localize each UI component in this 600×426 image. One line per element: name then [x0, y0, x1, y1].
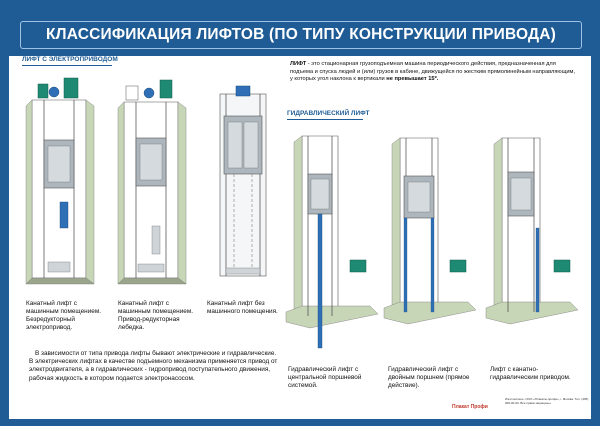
title-box: КЛАССИФИКАЦИЯ ЛИФТОВ (ПО ТИПУ КОНСТРУКЦИ… [20, 21, 582, 49]
publisher-logo: Плакат Профи [452, 404, 488, 410]
electric-lift-3-caption: Канатный лифт без машинного помещения. [207, 300, 278, 315]
hydraulic-lift-1-caption: Гидравлический лифт с центральной поршне… [288, 366, 362, 389]
electric-lift-1-caption: Канатный лифт с машинным помещением. Без… [26, 300, 101, 331]
electric-lift-2-caption: Канатный лифт с машинным помещением. При… [118, 300, 193, 331]
drive-type-note: В зависимости от типа привода лифты быва… [29, 350, 278, 382]
definition-text: - это стационарная грузоподъемная машина… [290, 61, 576, 83]
section-hydraulic-rule [287, 119, 363, 120]
electric-lift-geared-illustration [117, 79, 187, 285]
definition-term: ЛИФТ [290, 61, 307, 67]
publisher-imprint: Изготовитель: ООО «Плакаты-профи», г. Мо… [505, 397, 589, 405]
hydraulic-lift-double-piston-illustration [383, 137, 477, 325]
section-electric-rule [22, 65, 112, 66]
hydraulic-lift-3-caption: Лифт с канатно-гидравлическим приводом. [490, 366, 571, 381]
lift-definition: ЛИФТ - это стационарная грузоподъемная м… [290, 61, 578, 84]
electric-lift-mrl-illustration [219, 85, 267, 277]
section-hydraulic-heading: ГИДРАВЛИЧЕСКИЙ ЛИФТ [287, 110, 370, 117]
definition-emphasis: не превышает 15º. [386, 76, 439, 83]
electric-lift-gearless-illustration [25, 77, 95, 285]
hydraulic-lift-central-piston-illustration [285, 135, 379, 349]
section-electric-heading: ЛИФТ С ЭЛЕКТРОПРИВОДОМ [22, 56, 118, 63]
hydraulic-lift-2-caption: Гидравлический лифт с двойным поршнем (п… [388, 366, 470, 389]
page-title: КЛАССИФИКАЦИЯ ЛИФТОВ (ПО ТИПУ КОНСТРУКЦИ… [45, 26, 557, 43]
hydraulic-lift-rope-illustration [485, 137, 579, 325]
